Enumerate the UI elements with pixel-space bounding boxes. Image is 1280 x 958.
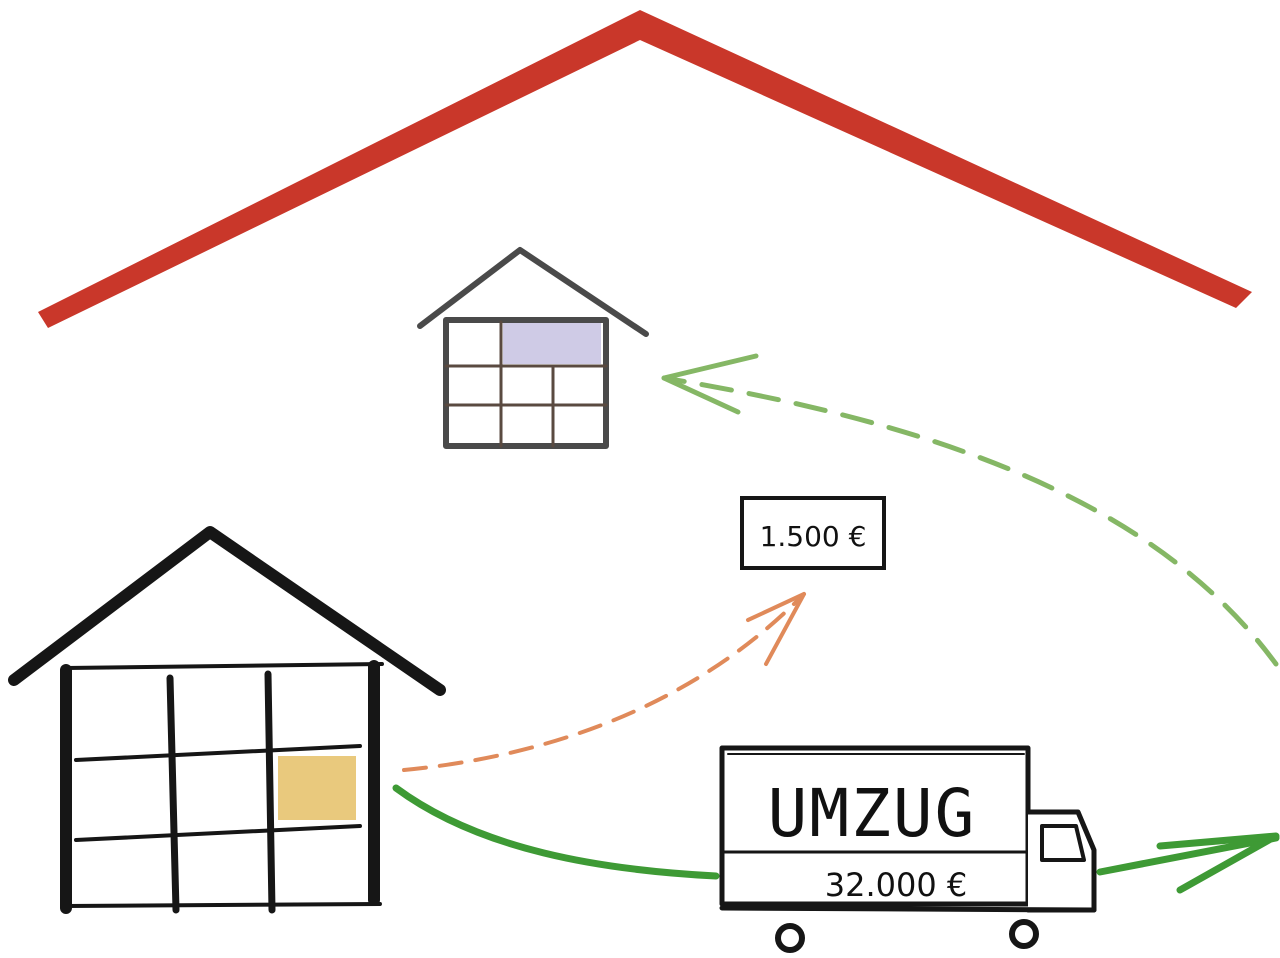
big-roof-icon <box>38 10 1252 328</box>
small-cost-box: 1.500 € <box>742 498 884 568</box>
truck-rear-wheel <box>778 926 802 950</box>
big-house-highlight-cell <box>278 756 356 820</box>
truck-front-wheel <box>1012 922 1036 946</box>
big-house-icon <box>14 532 440 910</box>
truck-sign-label: UMZUG <box>768 775 977 852</box>
small-cost-label: 1.500 € <box>760 520 867 553</box>
small-house-icon <box>420 250 646 446</box>
orange-dashed-arrow-icon <box>404 594 804 770</box>
small-house-highlight-cell <box>503 322 601 364</box>
moving-truck-icon: UMZUG 32.000 € <box>722 748 1094 950</box>
truck-cost-label: 32.000 € <box>825 866 968 904</box>
